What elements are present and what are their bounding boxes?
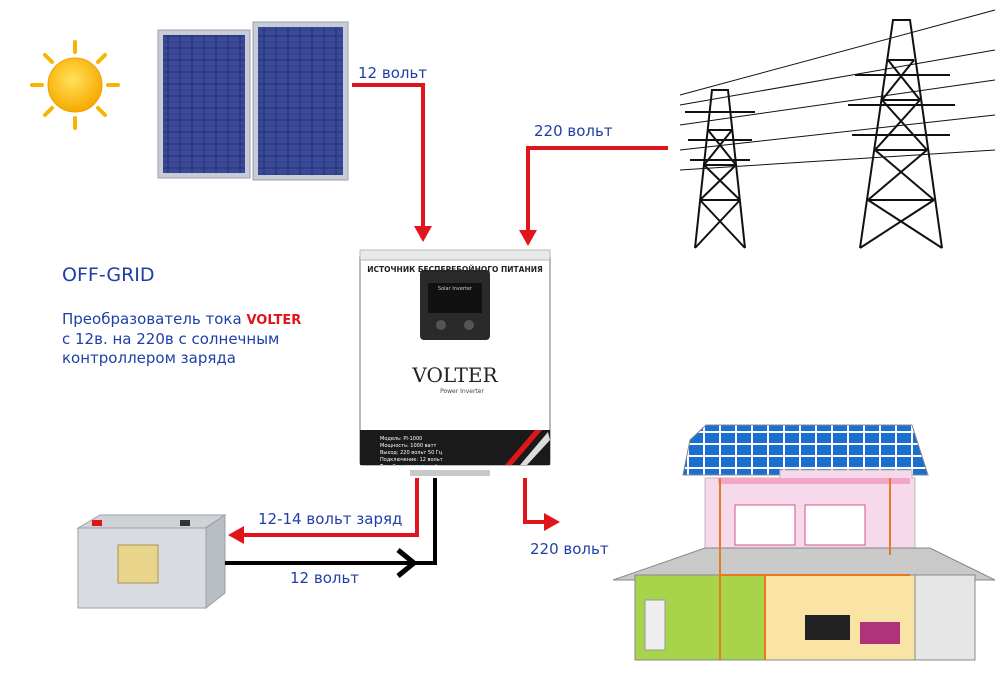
inverter-screen-caption: Solar Inverter <box>438 286 473 292</box>
description-line-1: Преобразователь тока VOLTER <box>62 310 301 330</box>
inverter-spec-line: Модель: PI-1000 <box>380 436 422 442</box>
inverter-header: ИСТОЧНИК БЕСПЕРЕБОЙНОГО ПИТАНИЯ <box>367 265 543 274</box>
inverter-spec-line: Ток: Синусоидальный <box>379 463 438 470</box>
inverter-spec-line: Подключение: 12 вольт <box>380 457 443 463</box>
battery-icon <box>76 514 227 610</box>
brand-name: VOLTER <box>246 313 302 328</box>
label-battery-12v: 12 вольт <box>290 569 360 587</box>
description-prefix: Преобразователь тока <box>62 310 242 328</box>
arrow-grid-to-inverter <box>519 146 668 246</box>
label-grid-220v: 220 вольт <box>534 122 613 140</box>
arrow-panel-to-inverter <box>352 83 432 242</box>
solar-panel-icon <box>157 21 349 181</box>
label-house-220v: 220 вольт <box>530 540 609 558</box>
description-line-2: с 12в. на 220в с солнечным <box>62 330 280 348</box>
inverter-spec-lines: Модель: PI-1000 Мощность: 1000 ватт Выхо… <box>379 436 443 470</box>
offgrid-title: OFF-GRID <box>62 264 155 286</box>
power-tower-icon <box>679 9 996 249</box>
arrow-battery-to-inverter <box>225 478 437 578</box>
description-block: Преобразователь тока VOLTER с 12в. на 22… <box>62 310 301 368</box>
inverter-logo: VOLTER <box>411 363 498 387</box>
sun-icon <box>30 40 120 130</box>
arrow-inverter-to-house <box>523 478 560 531</box>
description-line-3: контроллером заряда <box>62 349 236 367</box>
label-charge-12-14v: 12-14 вольт заряд <box>258 510 403 528</box>
inverter-device <box>359 249 551 476</box>
house-icon <box>612 424 996 661</box>
arrow-charge-to-battery <box>228 478 419 544</box>
inverter-logo-sub: Power Inverter <box>440 388 484 395</box>
inverter-spec-line: Выход: 220 вольт 50 Гц <box>380 450 443 456</box>
label-panel-12v: 12 вольт <box>358 64 428 82</box>
inverter-spec-line: Мощность: 1000 ватт <box>380 443 437 449</box>
